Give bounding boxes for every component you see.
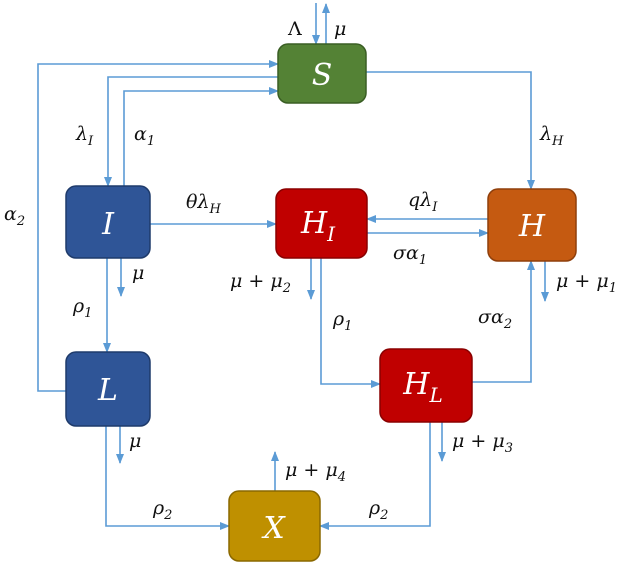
label-rho-1-mid: ρ1	[332, 308, 352, 334]
node-s-box	[277, 43, 367, 104]
node-hi-label: H	[300, 206, 328, 241]
label-sigma-alpha-1: σα1	[393, 242, 427, 268]
svg-text:X: X	[261, 511, 286, 546]
label-rho-1-left: ρ1	[72, 295, 92, 321]
label-lambda-inflow: Λ	[287, 18, 302, 40]
node-hl-box	[379, 348, 473, 423]
label-mu-i: μ	[132, 262, 144, 284]
svg-text:I: I	[101, 207, 115, 242]
node-hi-sub: I	[326, 222, 336, 246]
arrow-hi-to-hl	[320, 258, 381, 388]
label-q-lambda-i: qλI	[408, 189, 438, 215]
svg-text:H: H	[518, 209, 546, 244]
label-rho-2-right: ρ2	[368, 497, 388, 523]
label-sigma-alpha-2: σα2	[478, 306, 512, 332]
svg-text:S: S	[312, 58, 333, 93]
node-x-box	[228, 490, 321, 562]
label-mu-plus-mu-2: μ + μ2	[230, 270, 291, 296]
node-h: H	[487, 188, 577, 262]
node-hl-label: H	[402, 367, 430, 402]
label-alpha-1: α1	[134, 123, 155, 149]
label-mu-l: μ	[129, 430, 141, 452]
node-i: I	[65, 185, 151, 259]
node-hi-box	[275, 188, 368, 259]
arrow-hl-to-h	[472, 260, 535, 383]
node-h-box	[487, 188, 577, 262]
label-mu-plus-mu-3: μ + μ3	[452, 430, 513, 456]
rate-labels: Λ μ λI α1 α2 λH θλH qλI σα1 μ ρ1 μ + μ2 …	[4, 18, 617, 523]
label-lambda-i: λI	[75, 123, 94, 149]
node-i-box	[65, 185, 151, 259]
label-lambda-h: λH	[539, 123, 564, 149]
node-hi: HI	[275, 188, 368, 259]
node-x: X	[228, 490, 321, 562]
node-x-label: X	[261, 511, 286, 546]
label-rho-2-left: ρ2	[152, 497, 172, 523]
arrow-l-to-x	[105, 426, 230, 530]
arrow-s-to-i	[104, 76, 278, 187]
arrow-l-to-s	[37, 60, 279, 392]
label-mu-plus-mu-4: μ + μ4	[285, 459, 346, 485]
arrow-s-to-h	[366, 71, 535, 190]
node-l-box	[65, 351, 151, 427]
arrow-i-to-s	[123, 87, 279, 186]
node-h-label: H	[518, 209, 546, 244]
svg-text:HL: HL	[402, 367, 442, 407]
label-theta-lambda-h: θλH	[186, 191, 221, 217]
svg-text:L: L	[97, 373, 118, 408]
node-hl: HL	[379, 348, 473, 423]
label-alpha-2: α2	[4, 203, 25, 229]
node-i-label: I	[101, 207, 115, 242]
label-mu-s: μ	[334, 18, 346, 40]
node-s-label: S	[312, 58, 333, 93]
label-mu-plus-mu-1: μ + μ1	[556, 270, 617, 296]
node-l: L	[65, 351, 151, 427]
node-hl-sub: L	[428, 383, 442, 407]
node-l-label: L	[97, 373, 118, 408]
arrow-hl-to-x	[319, 422, 431, 530]
arrows	[37, 3, 549, 530]
svg-text:HI: HI	[300, 206, 336, 246]
node-s: S	[277, 43, 367, 104]
